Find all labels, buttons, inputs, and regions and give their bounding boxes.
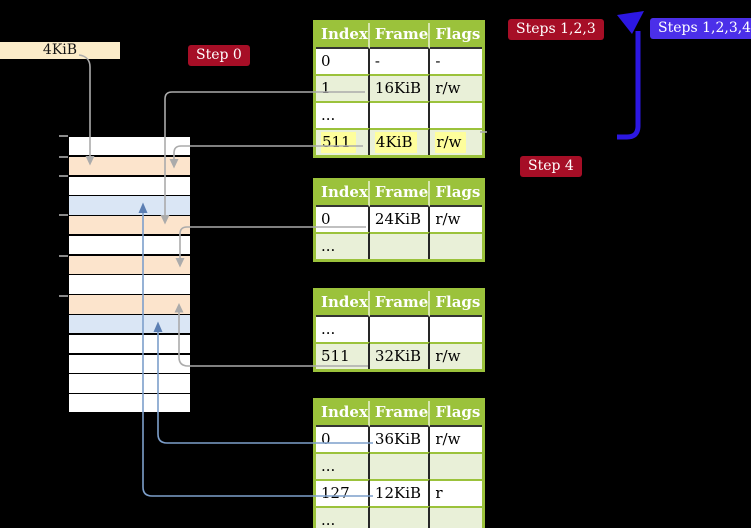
table-cell bbox=[369, 232, 431, 259]
address-tick bbox=[59, 295, 68, 297]
table-cell: 12KiB bbox=[369, 479, 431, 506]
memory-frame-page bbox=[69, 315, 190, 334]
memory-frame-pagetable bbox=[69, 255, 190, 274]
column-header-flags: Flags bbox=[430, 401, 483, 427]
table-cell: r bbox=[430, 479, 483, 506]
table-cell: - bbox=[435, 52, 441, 70]
memory-frame-page bbox=[69, 196, 190, 215]
table-cell: ... bbox=[316, 232, 370, 259]
column-header-flags: Flags bbox=[430, 181, 483, 207]
table-cell: 511 bbox=[316, 128, 370, 155]
table-row: ... bbox=[316, 101, 483, 128]
memory-frame-pagetable bbox=[69, 156, 190, 176]
memory-frame-pagetable bbox=[69, 295, 190, 314]
address-tick bbox=[59, 135, 68, 137]
column-header-frame: Frame bbox=[369, 181, 431, 207]
table-row: ... bbox=[316, 506, 483, 528]
steps-loop-arrow-shaft bbox=[617, 31, 641, 140]
table-cell bbox=[370, 317, 431, 342]
steps-loop-arrow bbox=[617, 11, 644, 140]
memory-frame-free bbox=[69, 275, 190, 294]
address-tick bbox=[59, 214, 68, 216]
memory-frame-free bbox=[69, 235, 190, 255]
memory-frame-free bbox=[69, 137, 190, 156]
column-header-index: Index bbox=[316, 23, 370, 49]
table-cell bbox=[369, 101, 431, 128]
column-header-index: Index bbox=[316, 181, 370, 207]
physical-memory-strip bbox=[69, 137, 190, 414]
table-cell: 1 bbox=[316, 74, 370, 101]
highlighted-value: r/w bbox=[435, 132, 467, 153]
column-header-frame: Frame bbox=[369, 23, 431, 49]
table-cell: - bbox=[370, 49, 431, 74]
address-tick bbox=[59, 254, 68, 257]
table-row: 511 4KiB r/w bbox=[316, 128, 483, 155]
table-cell bbox=[369, 506, 431, 528]
table-cell: r/w bbox=[430, 128, 483, 155]
steps-1234-badge: Steps 1,2,3,4 bbox=[650, 18, 751, 39]
arrowhead-upleft-icon bbox=[617, 11, 644, 34]
table-cell: 511 bbox=[316, 342, 370, 369]
column-header-index: Index bbox=[316, 401, 370, 427]
step-4-badge: Step 4 bbox=[520, 156, 582, 177]
table-cell bbox=[430, 317, 482, 342]
step-0-badge: Step 0 bbox=[188, 45, 250, 66]
memory-frame-free bbox=[69, 334, 190, 354]
column-header-frame: Frame bbox=[369, 291, 431, 317]
table-cell: ... bbox=[316, 506, 370, 528]
table-cell: r/w bbox=[435, 210, 461, 228]
table-cell: 0 bbox=[316, 427, 370, 452]
table-cell bbox=[430, 452, 483, 479]
steps-123-badge: Steps 1,2,3 bbox=[508, 19, 604, 40]
table-cell: 0 bbox=[316, 207, 370, 232]
table-row: ... bbox=[316, 232, 483, 259]
table-cell: ... bbox=[316, 452, 370, 479]
table-row: ... bbox=[316, 452, 483, 479]
table-cell: 24KiB bbox=[370, 207, 431, 232]
table-cell bbox=[369, 452, 431, 479]
table-cell: 127 bbox=[316, 479, 370, 506]
table-cell: 32KiB bbox=[369, 342, 431, 369]
table-cell: r/w bbox=[430, 74, 483, 101]
address-tick bbox=[59, 156, 68, 158]
table-cell: r/w bbox=[435, 430, 461, 448]
table-cell: 36KiB bbox=[370, 427, 431, 452]
address-tick bbox=[59, 175, 68, 177]
table-cell: 0 bbox=[316, 49, 370, 74]
table-cell: ... bbox=[316, 101, 370, 128]
memory-frame-free bbox=[69, 354, 190, 373]
highlighted-value: 4KiB bbox=[374, 132, 418, 153]
column-header-index: Index bbox=[316, 291, 370, 317]
page-size-label: 4KiB bbox=[0, 42, 120, 59]
table-cell: r/w bbox=[430, 342, 483, 369]
table-cell bbox=[430, 506, 483, 528]
table-cell: 4KiB bbox=[369, 128, 431, 155]
memory-frame-free bbox=[69, 176, 190, 195]
table-cell bbox=[430, 101, 483, 128]
table-row: ... bbox=[316, 317, 482, 342]
memory-frame-free bbox=[69, 394, 190, 413]
column-header-flags: Flags bbox=[430, 23, 483, 49]
memory-frame-pagetable bbox=[69, 216, 190, 235]
highlighted-value: 511 bbox=[321, 132, 356, 153]
table-cell: ... bbox=[316, 317, 370, 342]
memory-frame-free bbox=[69, 374, 190, 393]
table-cell bbox=[430, 232, 483, 259]
column-header-flags: Flags bbox=[430, 291, 483, 317]
table-cell: 16KiB bbox=[369, 74, 431, 101]
column-header-frame: Frame bbox=[369, 401, 431, 427]
table-row: 0-- bbox=[316, 49, 482, 74]
